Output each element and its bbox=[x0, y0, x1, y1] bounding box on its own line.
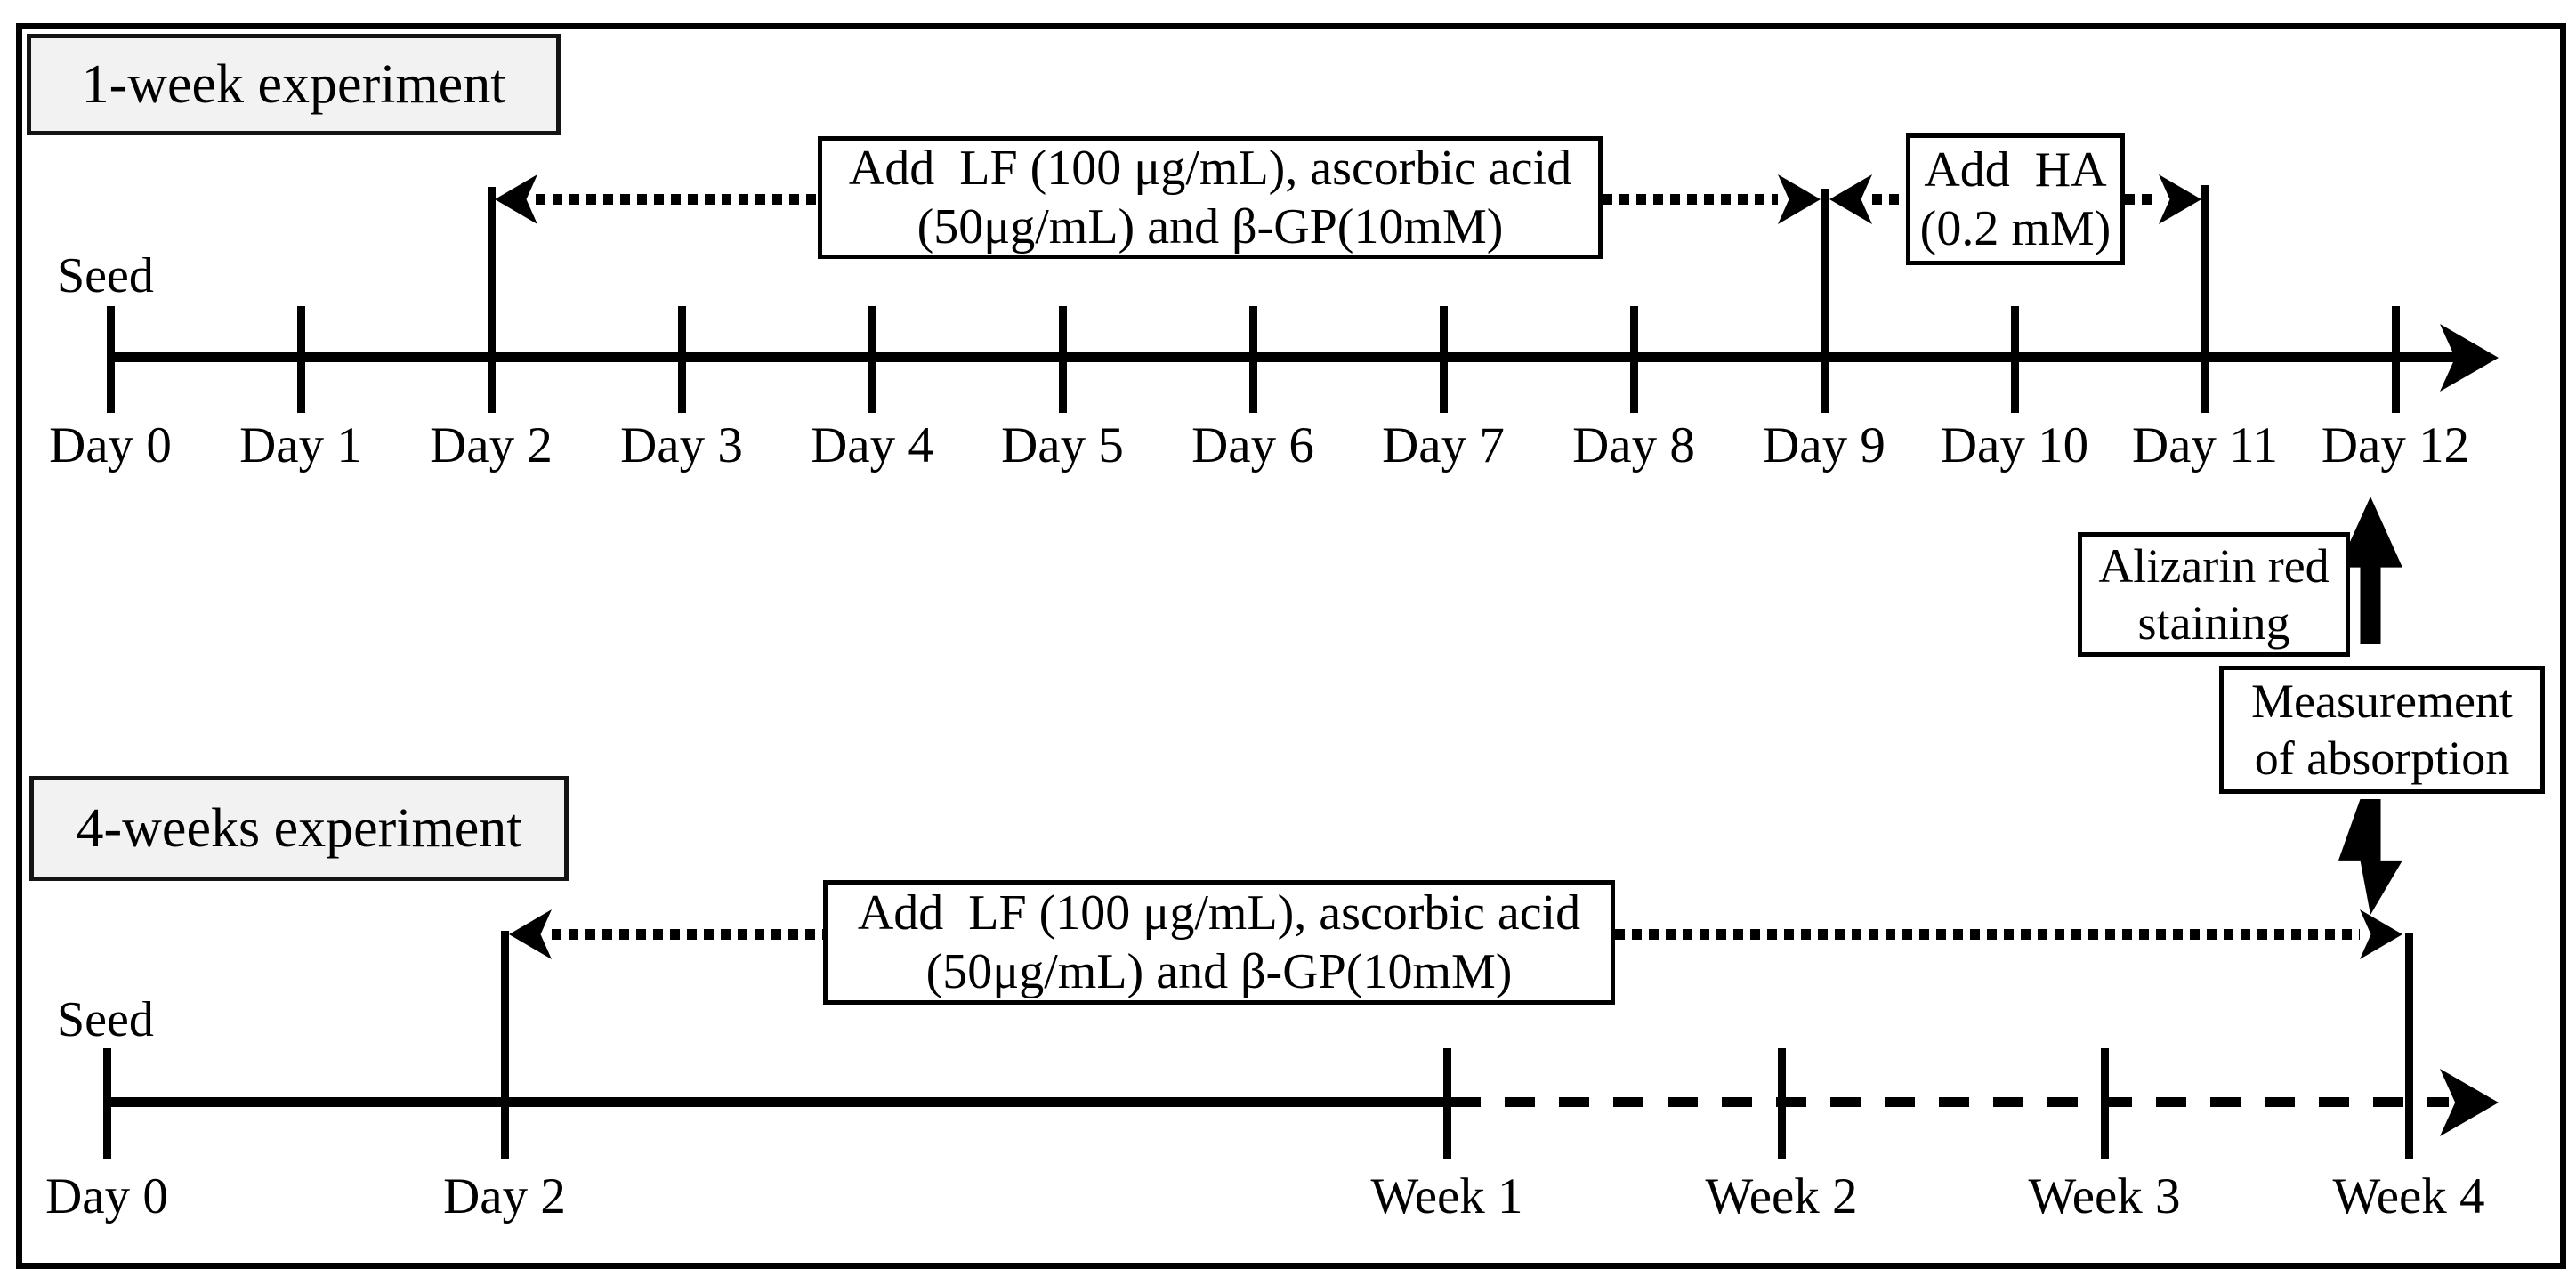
week1-ha-box: Add HA (0.2 mM) bbox=[1906, 133, 2125, 265]
label-day12: Day 12 bbox=[2321, 417, 2470, 473]
tick-b-day2-connector bbox=[501, 931, 509, 1159]
week4-seed-label: Seed bbox=[57, 992, 154, 1047]
label-day4: Day 4 bbox=[811, 417, 933, 473]
week1-title: 1-week experiment bbox=[81, 53, 506, 115]
label-day1: Day 1 bbox=[239, 417, 362, 473]
label-day9: Day 9 bbox=[1763, 417, 1886, 473]
tick-day12 bbox=[2392, 306, 2400, 413]
treatment-text-line1: Add LF (100 μg/mL), ascorbic acid bbox=[857, 885, 1581, 941]
label-day5: Day 5 bbox=[1001, 417, 1124, 473]
label-day11: Day 11 bbox=[2131, 417, 2279, 473]
tick-week2 bbox=[1778, 1048, 1786, 1159]
dotted-line bbox=[1872, 194, 1906, 205]
tick-b-day0 bbox=[103, 1048, 111, 1159]
label-day10: Day 10 bbox=[1940, 417, 2089, 473]
tick-day4 bbox=[868, 306, 876, 413]
tick-day9-connector bbox=[1821, 189, 1829, 413]
tick-day11-connector bbox=[2201, 185, 2209, 413]
week4-treatment-box: Add LF (100 μg/mL), ascorbic acid (50μg/… bbox=[823, 880, 1615, 1005]
week1-treatment-box: Add LF (100 μg/mL), ascorbic acid (50μg/… bbox=[818, 136, 1603, 259]
ha-text-line1: Add HA bbox=[1924, 142, 2107, 198]
label-week1: Week 1 bbox=[1370, 1168, 1523, 1224]
measurement-text-line2: of absorption bbox=[2254, 731, 2510, 785]
week4-timeline-axis-solid bbox=[107, 1097, 1450, 1107]
dotted-line bbox=[1615, 929, 2360, 940]
week1-title-panel: 1-week experiment bbox=[27, 34, 561, 135]
tick-week3 bbox=[2101, 1048, 2109, 1159]
label-day6: Day 6 bbox=[1191, 417, 1314, 473]
week4-timeline-axis-dashed bbox=[1450, 1097, 2449, 1107]
label-week2: Week 2 bbox=[1705, 1168, 1858, 1224]
label-day2: Day 2 bbox=[430, 417, 553, 473]
tick-day8 bbox=[1630, 306, 1638, 413]
alizarin-box: Alizarin red staining bbox=[2078, 532, 2350, 657]
tick-day3 bbox=[678, 306, 686, 413]
treatment-text-line2: (50μg/mL) and β-GP(10mM) bbox=[925, 944, 1513, 999]
week1-timeline-axis bbox=[107, 352, 2456, 362]
label-b-day2: Day 2 bbox=[443, 1168, 566, 1224]
tick-day5 bbox=[1059, 306, 1067, 413]
week4-title: 4-weeks experiment bbox=[76, 797, 522, 859]
tick-day2-connector bbox=[488, 187, 496, 413]
dotted-line bbox=[536, 194, 818, 205]
tick-week1 bbox=[1443, 1048, 1451, 1159]
treatment-text-line2: (50μg/mL) and β-GP(10mM) bbox=[917, 199, 1504, 255]
label-week4: Week 4 bbox=[2332, 1168, 2485, 1224]
figure-border bbox=[16, 23, 2566, 1269]
dotted-line bbox=[552, 929, 823, 940]
treatment-text-line1: Add LF (100 μg/mL), ascorbic acid bbox=[848, 141, 1572, 196]
label-week3: Week 3 bbox=[2028, 1168, 2181, 1224]
dotted-line bbox=[2125, 194, 2159, 205]
label-day3: Day 3 bbox=[620, 417, 743, 473]
dotted-line bbox=[1603, 194, 1778, 205]
label-day8: Day 8 bbox=[1572, 417, 1695, 473]
ha-text-line2: (0.2 mM) bbox=[1919, 201, 2112, 256]
tick-week4-connector bbox=[2405, 933, 2413, 1159]
measurement-text-line1: Measurement bbox=[2251, 675, 2513, 728]
tick-day0 bbox=[107, 306, 115, 413]
tick-day10 bbox=[2011, 306, 2019, 413]
week1-seed-label: Seed bbox=[57, 248, 154, 303]
label-b-day0: Day 0 bbox=[45, 1168, 168, 1224]
label-day7: Day 7 bbox=[1382, 417, 1505, 473]
tick-day6 bbox=[1249, 306, 1257, 413]
alizarin-text-line1: Alizarin red bbox=[2098, 539, 2330, 593]
tick-day1 bbox=[297, 306, 305, 413]
tick-day7 bbox=[1440, 306, 1448, 413]
label-day0: Day 0 bbox=[49, 417, 172, 473]
week4-title-panel: 4-weeks experiment bbox=[29, 776, 569, 881]
alizarin-text-line2: staining bbox=[2137, 596, 2290, 650]
measurement-box: Measurement of absorption bbox=[2219, 666, 2545, 794]
